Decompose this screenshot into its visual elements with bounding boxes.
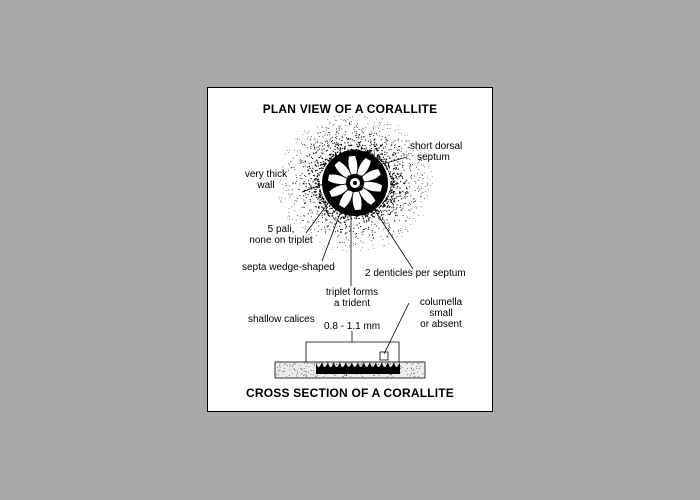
corallite-illustration (274, 114, 434, 379)
label-short-dorsal-septum: short dorsal septum (410, 141, 462, 163)
leader-thick-wall (301, 182, 327, 193)
label-line: or absent (420, 319, 462, 330)
label-line: triplet forms (325, 287, 379, 298)
leader-septa-wedge (321, 207, 343, 262)
label-very-thick-wall: very thick wall (236, 169, 296, 191)
label-triplet-trident: triplet forms a trident (316, 287, 388, 309)
leader-lines (301, 156, 414, 363)
label-line: wall (257, 180, 275, 191)
diagram-panel: PLAN VIEW OF A CORALLITE short dorsal se… (207, 87, 493, 412)
stipple-halo (278, 114, 434, 252)
label-columella: columella small or absent (406, 297, 476, 330)
label-line: none on triplet (249, 235, 313, 246)
label-diameter-range: 0.8 - 1.1 mm (324, 321, 381, 332)
label-line: columella (419, 297, 463, 308)
label-line: short dorsal (410, 141, 463, 152)
label-shallow-calices: shallow calices (248, 314, 315, 325)
corallite-disc (322, 150, 388, 216)
diameter-bracket (305, 341, 400, 363)
label-line: a trident (333, 298, 371, 309)
cross-section-strip (274, 361, 426, 379)
label-two-denticles: 2 denticles per septum (365, 268, 466, 279)
label-line: 5 pali, (267, 224, 295, 235)
title-cross-section: CROSS SECTION OF A CORALLITE (245, 386, 455, 400)
columella-box (379, 351, 389, 361)
leader-short-dorsal (378, 156, 408, 166)
label-septa-wedge-shaped: septa wedge-shaped (242, 262, 335, 273)
label-five-pali: 5 pali, none on triplet (246, 224, 316, 246)
leader-pali (305, 197, 333, 234)
label-line: septum (417, 152, 450, 163)
leader-denticles (371, 205, 414, 270)
title-plan-view: PLAN VIEW OF A CORALLITE (262, 102, 438, 116)
label-line: small (429, 308, 453, 319)
label-line: very thick (244, 169, 288, 180)
leader-columella (383, 302, 410, 355)
